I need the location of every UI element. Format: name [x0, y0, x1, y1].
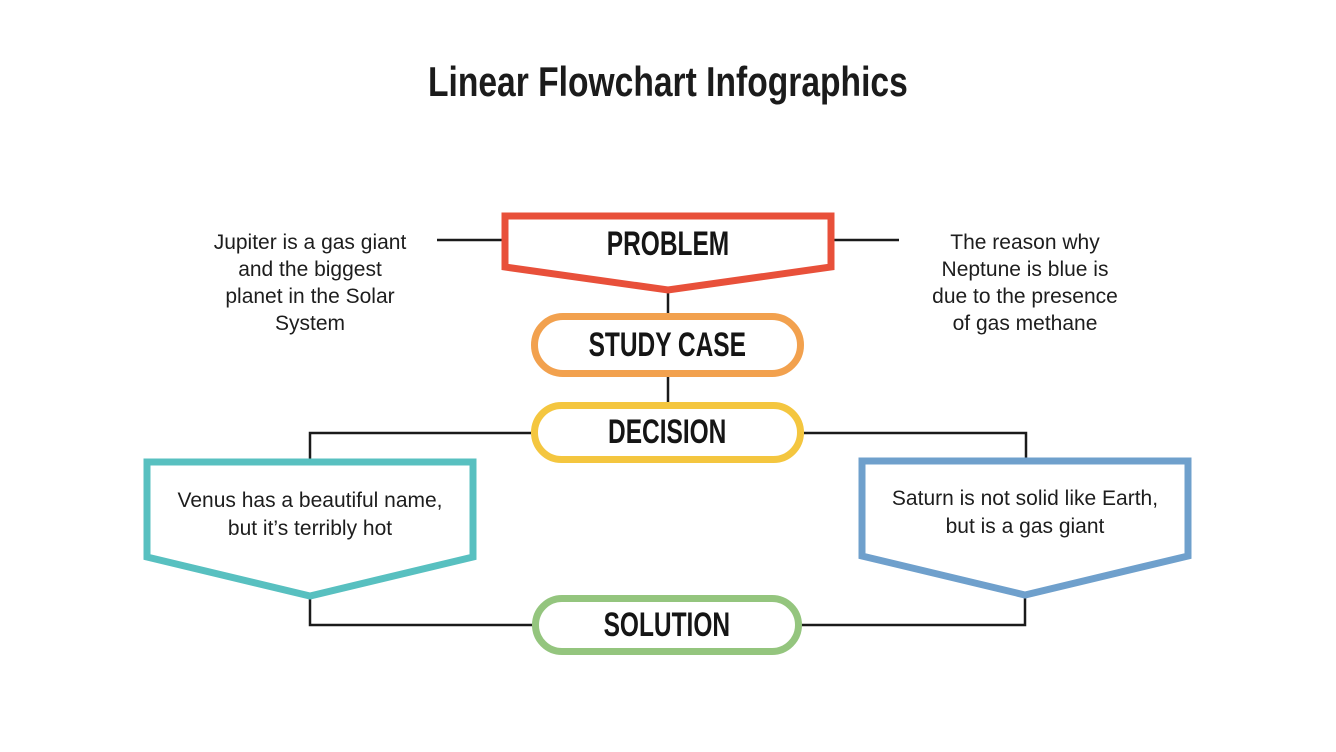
venus-note-text: Venus has a beautiful name, but it’s ter…: [177, 489, 443, 540]
node-solution-label: SOLUTION: [603, 605, 731, 644]
connector-venus-solution: [308, 596, 533, 627]
page-title: Linear Flowchart Infographics: [428, 58, 908, 105]
connector-decision-saturn: [804, 431, 1028, 459]
node-decision-label: DECISION: [608, 413, 727, 451]
connector-group: [308, 238, 1028, 627]
node-problem-label: PROBLEM: [606, 224, 730, 263]
neptune-annotation: The reason why Neptune is blue is due to…: [932, 231, 1118, 335]
venus-note-shape: [143, 458, 477, 600]
saturn-note-shape: [858, 457, 1192, 599]
saturn-note-text: Saturn is not solid like Earth, but is a…: [891, 487, 1159, 538]
problem-shape: [501, 212, 835, 294]
node-study-case: STUDY CASE: [531, 313, 804, 377]
connector-decision-venus: [308, 431, 531, 460]
node-decision: DECISION: [531, 402, 804, 463]
node-study-case-label: STUDY CASE: [588, 325, 747, 364]
node-solution: SOLUTION: [532, 595, 802, 655]
jupiter-annotation: Jupiter is a gas giant and the biggest p…: [213, 231, 407, 335]
node-problem: PROBLEM: [505, 218, 831, 270]
connector-saturn-solution: [801, 596, 1027, 627]
